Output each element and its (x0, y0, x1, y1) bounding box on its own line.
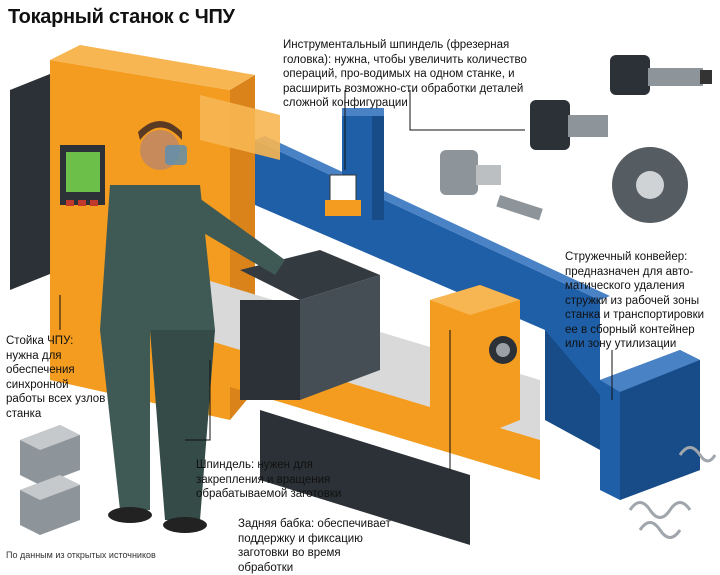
worker-figure (100, 121, 285, 533)
source-note: По данным из открытых источников (6, 550, 156, 560)
annotation-chip-conveyor: Стружечный конвейер: предназначен для ав… (565, 251, 705, 350)
metal-chips (628, 446, 717, 539)
tailstock (430, 285, 520, 440)
leader-lines (59, 90, 613, 470)
annotation-spindle: Шпиндель: нужен для закрепления и вращен… (196, 459, 342, 500)
annotation-tailstock: Задняя бабка: обеспечивает поддержку и ф… (238, 518, 391, 574)
tool-spindle-column (325, 108, 384, 220)
workpiece-blocks (20, 425, 80, 535)
page-title: Токарный станок с ЧПУ (8, 6, 235, 28)
annotation-cnc-rack: Стойка ЧПУ: нужна для обеспечения синхро… (6, 335, 106, 420)
annotation-tool-spindle: Инструментальный шпиндель (фрезерная гол… (283, 39, 527, 109)
tool-parts (440, 55, 712, 223)
